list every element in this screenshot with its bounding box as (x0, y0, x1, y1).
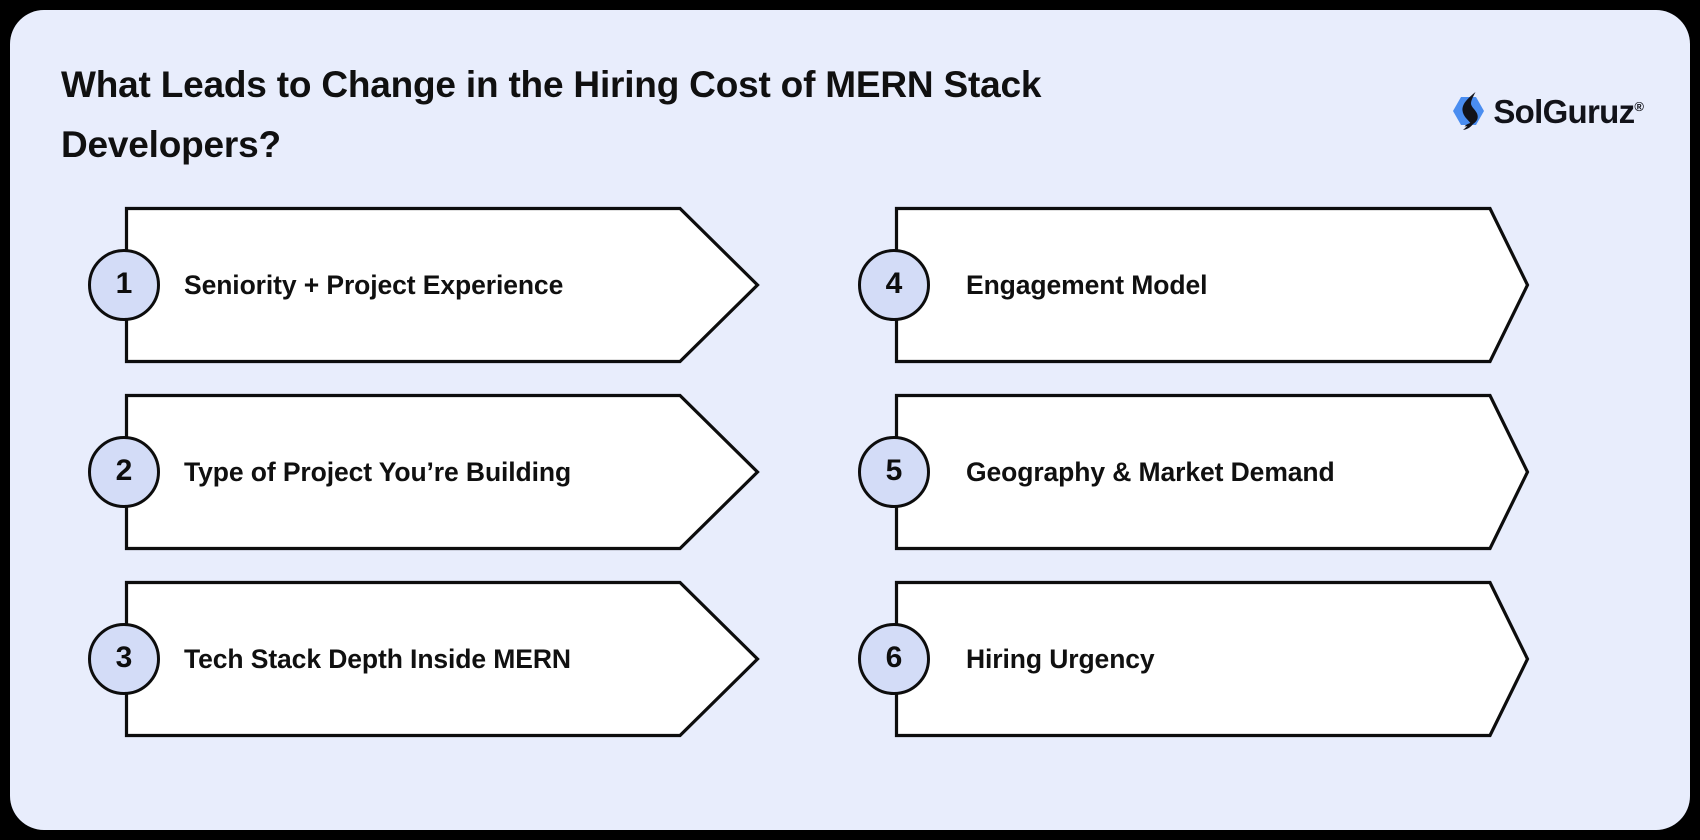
factor-item-1[interactable]: 1 Seniority + Project Experience (80, 206, 760, 364)
chevron-shape (894, 206, 1530, 364)
chevron-shape (124, 393, 760, 551)
factor-item-6[interactable]: 6 Hiring Urgency (850, 580, 1530, 738)
factor-label: Type of Project You’re Building (184, 456, 572, 487)
factor-item-5[interactable]: 5 Geography & Market Demand (850, 393, 1530, 551)
factor-label: Seniority + Project Experience (184, 269, 564, 300)
right-column: 4 Engagement Model 5 Geography & Market … (850, 206, 1530, 746)
chevron-shape (894, 393, 1530, 551)
factor-item-2[interactable]: 2 Type of Project You’re Building (80, 393, 760, 551)
factor-label: Hiring Urgency (966, 643, 1155, 674)
step-badge: 3 (88, 623, 160, 695)
step-badge: 1 (88, 249, 160, 321)
step-badge: 5 (858, 436, 930, 508)
brand-name-wrapper: SolGuruz® (1493, 95, 1644, 128)
factor-label: Tech Stack Depth Inside MERN (184, 643, 571, 674)
factor-item-3[interactable]: 3 Tech Stack Depth Inside MERN (80, 580, 760, 738)
page-title: What Leads to Change in the Hiring Cost … (61, 64, 1042, 165)
brand-trademark-icon: ® (1634, 98, 1644, 114)
left-column: 1 Seniority + Project Experience 2 Type … (80, 206, 760, 746)
step-number: 5 (885, 454, 903, 487)
step-badge: 4 (858, 249, 930, 321)
step-number: 3 (115, 641, 133, 674)
infographic-card: What Leads to Change in the Hiring Cost … (10, 10, 1690, 830)
brand-name: SolGuruz (1493, 92, 1635, 130)
step-number: 4 (885, 267, 903, 300)
header: What Leads to Change in the Hiring Cost … (10, 10, 1690, 190)
factors-grid: 1 Seniority + Project Experience 2 Type … (10, 206, 1690, 766)
chevron-shape (894, 580, 1530, 738)
factor-label: Geography & Market Demand (966, 456, 1335, 487)
factor-label: Engagement Model (966, 269, 1208, 300)
brand-logo: SolGuruz® (1449, 90, 1644, 132)
chevron-shape (124, 206, 760, 364)
solguruz-logo-icon (1453, 92, 1485, 130)
step-number: 1 (115, 267, 133, 300)
step-number: 6 (885, 641, 903, 674)
step-badge: 6 (858, 623, 930, 695)
step-number: 2 (115, 454, 133, 487)
step-badge: 2 (88, 436, 160, 508)
factor-item-4[interactable]: 4 Engagement Model (850, 206, 1530, 364)
chevron-shape (124, 580, 760, 738)
